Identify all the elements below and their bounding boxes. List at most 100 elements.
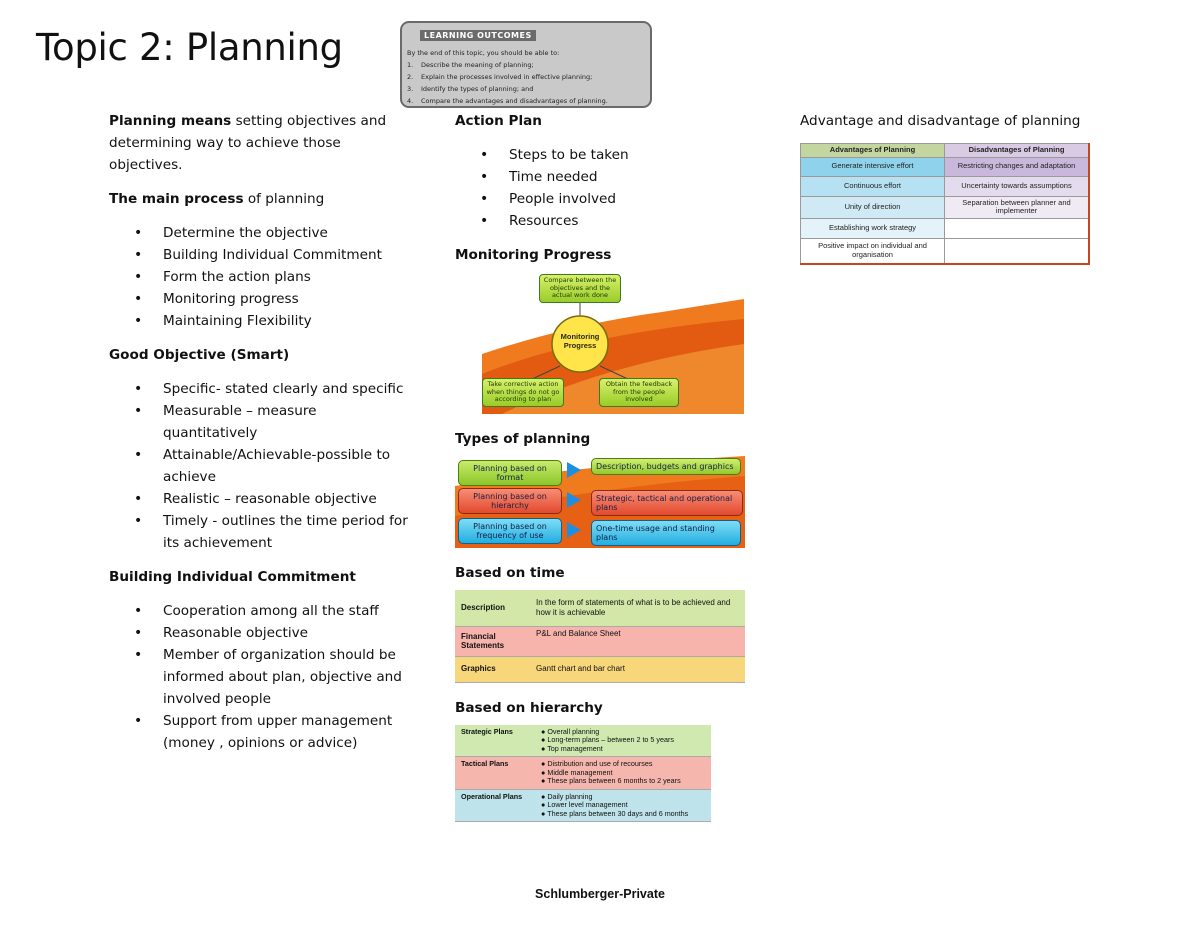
table-cell: Unity of direction (800, 195, 945, 219)
list-item: Attainable/Achievable-possible to achiev… (109, 444, 409, 488)
types-of-planning-diagram: Planning based on format Description, bu… (455, 456, 745, 548)
table-cell: Generate intensive effort (800, 156, 945, 177)
table-cell: ● Daily planning ● Lower level managemen… (535, 789, 711, 822)
list-item: Timely - outlines the time period for it… (109, 510, 409, 554)
list-item: Reasonable objective (109, 622, 409, 644)
planning-definition: Planning means setting objectives and de… (109, 113, 387, 173)
list-item: ● These plans between 30 days and 6 mont… (541, 808, 689, 818)
footer-classification: Schlumberger-Private (535, 887, 665, 901)
learning-outcomes-intro: By the end of this topic, you should be … (407, 49, 560, 57)
based-on-hierarchy-heading: Based on hierarchy (455, 699, 603, 716)
list-item: ● These plans between 6 months to 2 year… (541, 776, 681, 785)
list-item: Cooperation among all the staff (109, 600, 409, 622)
list-item: Determine the objective (109, 222, 409, 244)
types-left-pill-2: Planning based on hierarchy (458, 488, 562, 514)
smart-heading: Good Objective (Smart) (109, 347, 290, 363)
table-cell-label: Graphics (455, 656, 530, 683)
action-plan-heading: Action Plan (455, 113, 542, 129)
table-cell (944, 237, 1090, 265)
monitoring-diagram: Monitoring Progress Compare between the … (482, 274, 744, 414)
list-item: Realistic – reasonable objective (109, 488, 409, 510)
types-right-pill-2: Strategic, tactical and operational plan… (591, 490, 743, 516)
table-cell: Continuous effort (800, 175, 945, 197)
list-item: Specific- stated clearly and specific (109, 378, 409, 400)
action-plan-list: Steps to be taken Time needed People inv… (455, 144, 755, 232)
list-item: ● Long-term plans – between 2 to 5 years (541, 735, 674, 744)
learning-outcomes-list: 1.Describe the meaning of planning; 2.Ex… (407, 61, 650, 105)
learning-outcome-item: 1.Describe the meaning of planning; (407, 61, 534, 69)
column-middle: Action Plan Steps to be taken Time neede… (455, 110, 755, 822)
table-cell: Establishing work strategy (800, 217, 945, 239)
table-cell: Positive impact on individual and organi… (800, 237, 945, 265)
list-item: Steps to be taken (455, 144, 755, 166)
table-cell: Separation between planner and implement… (944, 195, 1090, 219)
table-row: Strategic Plans ● Overall planning ● Lon… (455, 724, 711, 757)
arrow-icon (567, 522, 581, 538)
list-item: ● Middle management (541, 767, 613, 777)
table-cell-label: Tactical Plans (455, 756, 535, 790)
types-heading: Types of planning (455, 431, 591, 447)
learning-outcome-item: 3.Identify the types of planning; and (407, 85, 534, 93)
monitoring-heading: Monitoring Progress (455, 247, 612, 263)
arrow-icon (567, 492, 581, 508)
table-row: Unity of direction Separation between pl… (800, 195, 1090, 219)
based-on-time-heading: Based on time (455, 565, 565, 581)
table-cell-label: Description (455, 590, 530, 627)
list-item: Time needed (455, 166, 755, 188)
monitoring-right-box: Obtain the feedback from the people invo… (599, 378, 679, 407)
learning-outcome-item: 4.Compare the advantages and disadvantag… (407, 97, 608, 105)
table-row: Tactical Plans ● Distribution and use of… (455, 756, 711, 790)
table-row: Graphics Gantt chart and bar chart (455, 656, 745, 683)
table-cell-label: Financial Statements (455, 626, 530, 657)
monitoring-top-box: Compare between the objectives and the a… (539, 274, 621, 303)
list-item: ● Distribution and use of recourses (541, 759, 653, 768)
table-cell: In the form of statements of what is to … (530, 590, 745, 627)
list-item: Support from upper management (money , o… (109, 710, 409, 754)
list-item: ● Overall planning (541, 726, 600, 736)
commitment-list: Cooperation among all the staff Reasonab… (109, 600, 409, 754)
monitoring-left-box: Take corrective action when things do no… (482, 378, 564, 407)
table-cell: Restricting changes and adaptation (944, 156, 1090, 177)
based-on-time-table: Description In the form of statements of… (455, 590, 745, 683)
list-item: Member of organization should be informe… (109, 644, 409, 710)
table-row: Financial Statements P&L and Balance She… (455, 626, 745, 657)
smart-list: Specific- stated clearly and specific Me… (109, 378, 409, 554)
list-item: Monitoring progress (109, 288, 409, 310)
column-right: Advantage and disadvantage of planning A… (800, 110, 1120, 265)
advantages-table: Advantages of Planning Disadvantages of … (800, 143, 1090, 265)
learning-outcome-item: 2.Explain the processes involved in effe… (407, 73, 593, 81)
types-right-pill-1: Description, budgets and graphics (591, 458, 741, 475)
list-item: ● Top management (541, 743, 603, 753)
table-header-row: Advantages of Planning Disadvantages of … (800, 143, 1090, 158)
list-item: Resources (455, 210, 755, 232)
table-row: Operational Plans ● Daily planning ● Low… (455, 789, 711, 822)
main-process-list: Determine the objective Building Individ… (109, 222, 409, 332)
table-cell: P&L and Balance Sheet (530, 626, 745, 657)
main-process-heading: The main process of planning (109, 191, 325, 207)
list-item: People involved (455, 188, 755, 210)
table-row: Description In the form of statements of… (455, 590, 745, 627)
list-item: Measurable – measure quantitatively (109, 400, 409, 444)
page-title: Topic 2: Planning (36, 26, 343, 69)
table-row: Continuous effort Uncertainty towards as… (800, 175, 1090, 197)
list-item: ● Lower level management (541, 800, 628, 809)
table-row: Establishing work strategy (800, 217, 1090, 239)
table-cell: ● Distribution and use of recourses ● Mi… (535, 756, 711, 790)
list-item: Building Individual Commitment (109, 244, 409, 266)
learning-outcomes-heading: LEARNING OUTCOMES (420, 30, 536, 41)
commitment-heading: Building Individual Commitment (109, 569, 356, 585)
table-cell (944, 217, 1090, 239)
list-item: Maintaining Flexibility (109, 310, 409, 332)
types-left-pill-3: Planning based on frequency of use (458, 518, 562, 544)
list-item: ● Daily planning (541, 791, 593, 801)
table-cell: Uncertainty towards assumptions (944, 175, 1090, 197)
table-row: Positive impact on individual and organi… (800, 237, 1090, 265)
table-header: Advantages of Planning (800, 143, 945, 158)
advantages-heading: Advantage and disadvantage of planning (800, 113, 1081, 129)
types-right-pill-3: One-time usage and standing plans (591, 520, 741, 546)
types-left-pill-1: Planning based on format (458, 460, 562, 486)
table-cell: Gantt chart and bar chart (530, 656, 745, 683)
learning-outcomes-box: LEARNING OUTCOMES By the end of this top… (400, 21, 652, 108)
table-cell-label: Strategic Plans (455, 724, 535, 757)
arrow-icon (567, 462, 581, 478)
